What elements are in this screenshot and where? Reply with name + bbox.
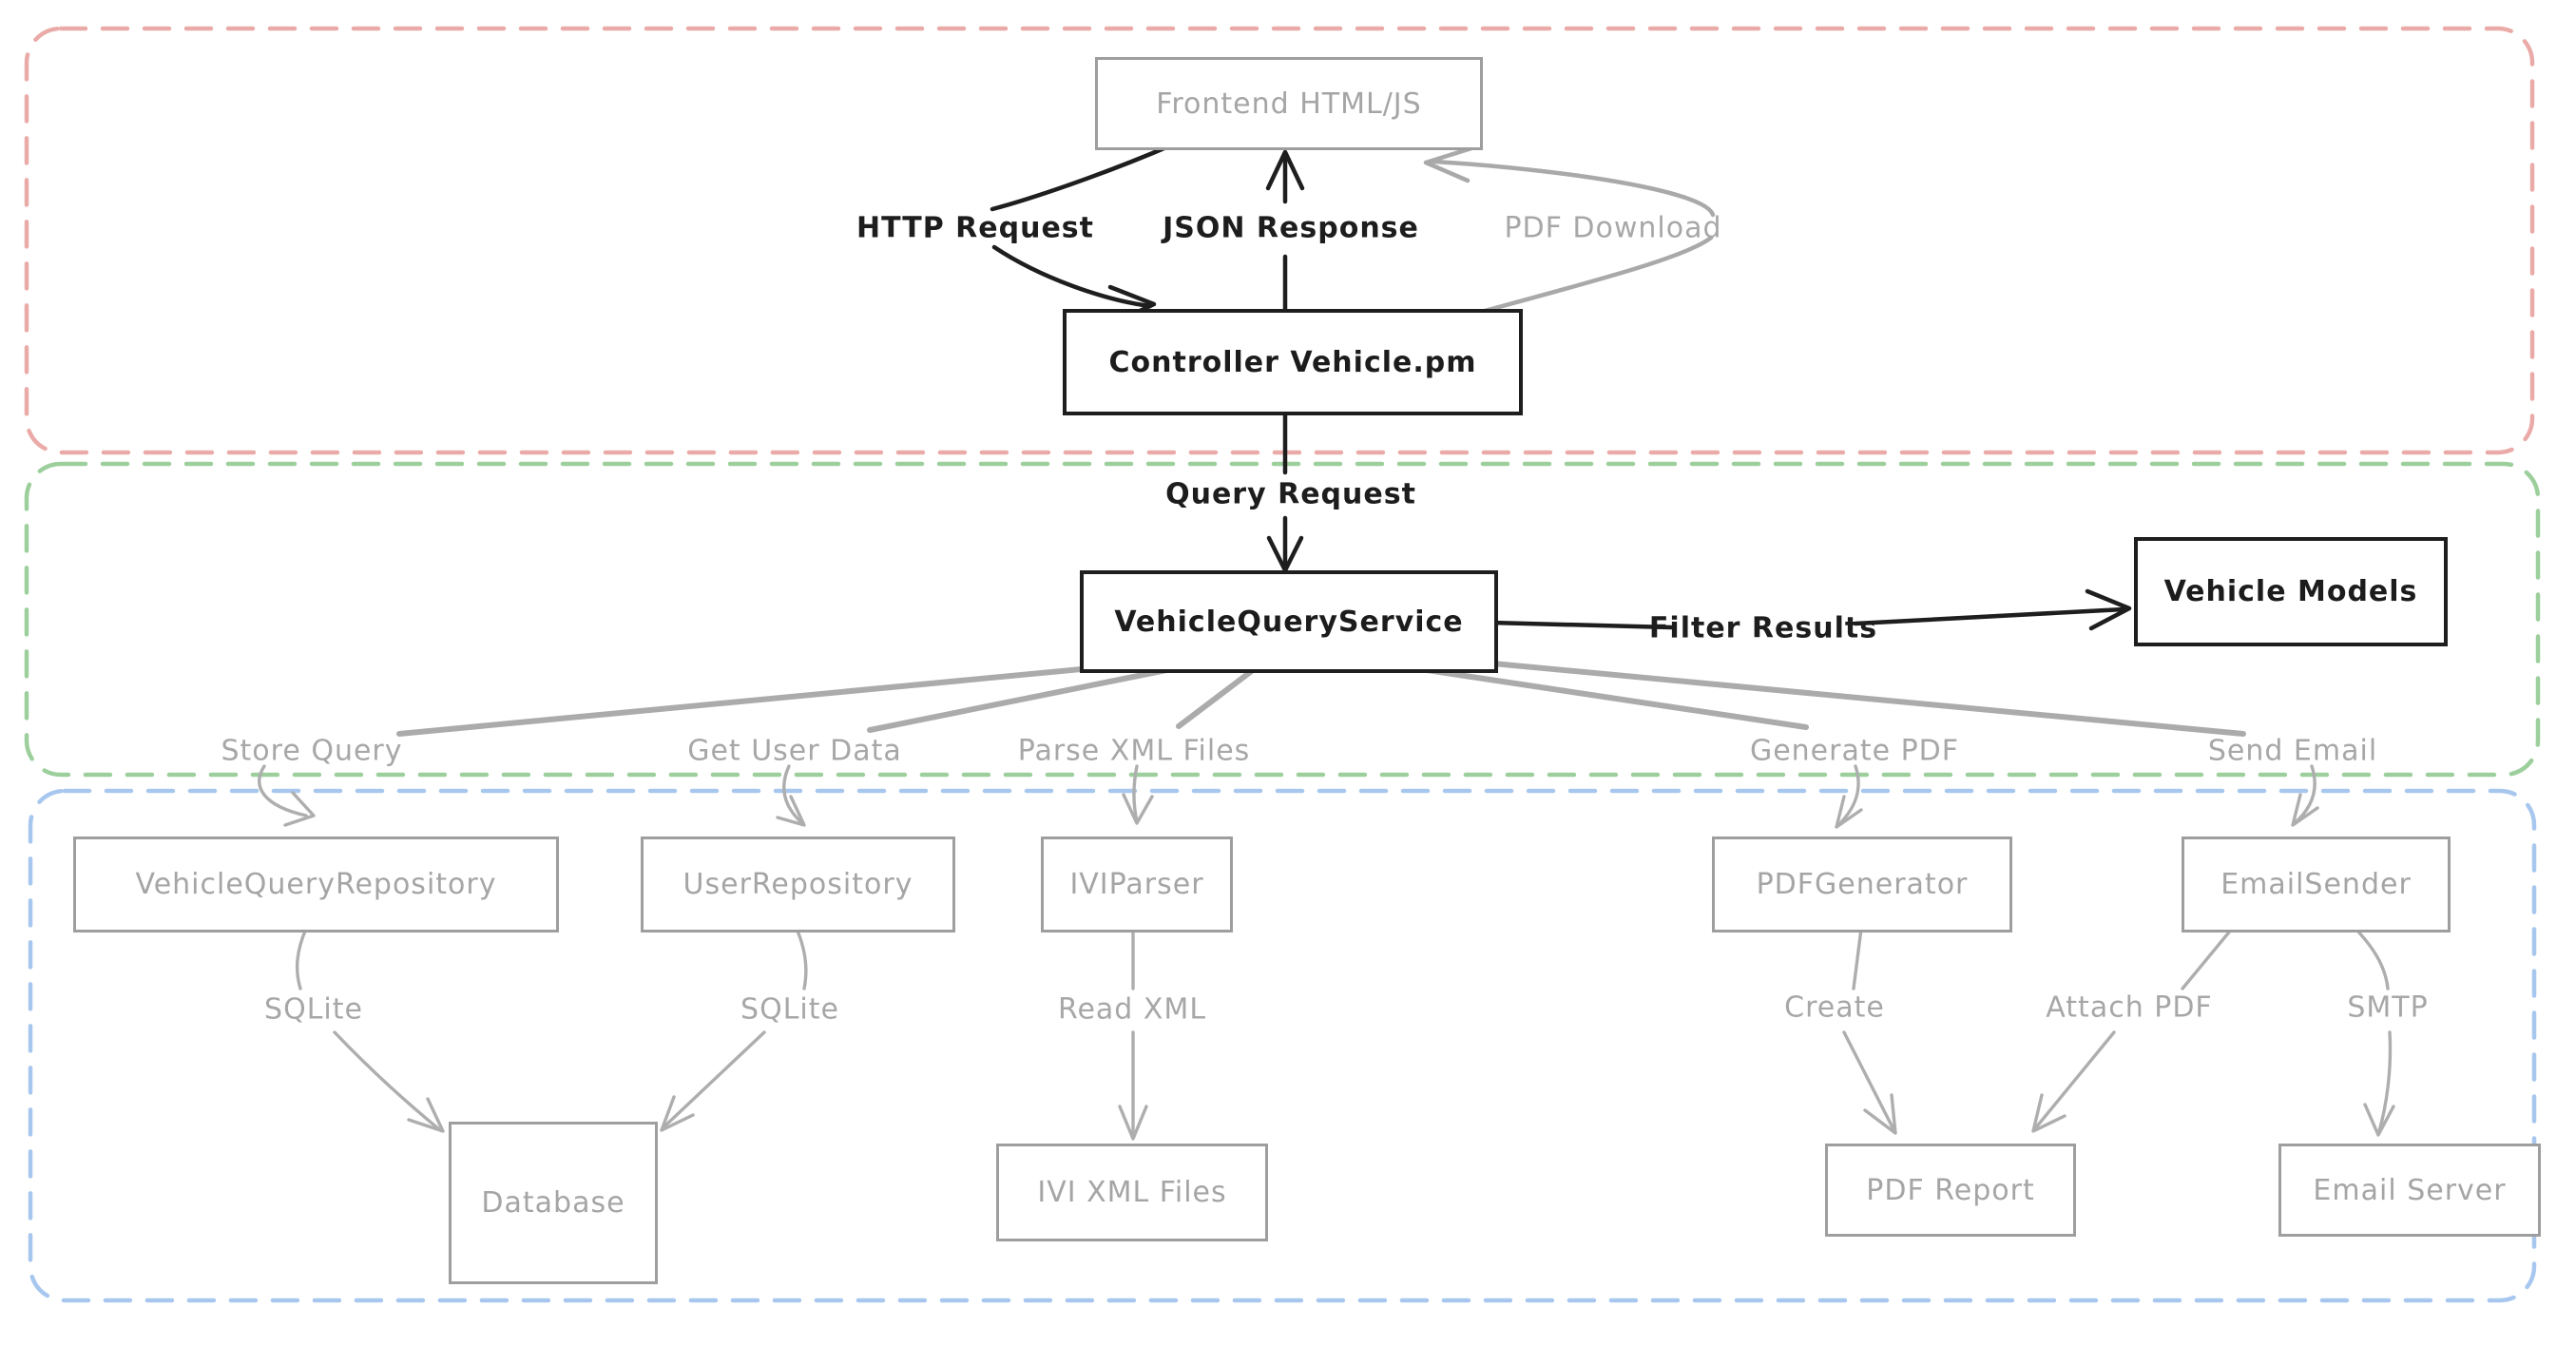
get-user-data-arrowhead [776,795,806,827]
edge-label-json-response: JSON Response [1163,211,1419,245]
filter-results-line-right [1853,606,2126,626]
node-vehicle-query-repository-label: VehicleQueryRepository [135,868,497,901]
parse-xml-files-arrowhead [1122,793,1154,825]
json-response-arrowhead [1265,149,1305,191]
node-pdf-generator: PDFGenerator [1712,836,2012,933]
pdf-download-line-lower [1482,235,1714,314]
edge-label-http-request: HTTP Request [856,211,1094,245]
node-email-server-label: Email Server [2313,1173,2507,1207]
edge-label-create: Create [1784,990,1885,1025]
node-database: Database [449,1122,658,1284]
node-email-sender-label: EmailSender [2220,868,2412,901]
http-request-line-lower [991,244,1153,309]
node-user-repository: UserRepository [641,836,955,933]
node-vehicle-query-service: VehicleQueryService [1080,570,1498,673]
sqlite-left-line-lower [333,1030,441,1131]
parse-xml-files-line [1176,664,1259,729]
node-ivi-xml-files: IVI XML Files [996,1144,1268,1241]
edge-label-smtp: SMTP [2347,990,2429,1025]
node-email-sender: EmailSender [2182,836,2451,933]
read-xml-arrowhead [1118,1105,1148,1141]
edge-label-get-user-data: Get User Data [687,734,902,768]
node-user-repository-label: UserRepository [682,868,913,901]
smtp-line-lower [2377,1030,2393,1133]
store-query-arrow [258,764,308,817]
node-vehicle-models-label: Vehicle Models [2163,575,2418,608]
filter-results-arrowhead [2085,588,2132,631]
edge-label-attach-pdf: Attach PDF [2046,990,2213,1025]
edge-label-pdf-download: PDF Download [1504,211,1722,245]
store-query-arrowhead [283,791,316,827]
generate-pdf-arrow [1836,764,1860,827]
node-pdf-report-label: PDF Report [1866,1173,2035,1207]
sqlite-left-line-upper [295,927,308,990]
node-vehicle-query-repository: VehicleQueryRepository [73,836,559,933]
node-vehicle-models: Vehicle Models [2134,537,2448,646]
node-vehicle-query-service-label: VehicleQueryService [1114,605,1464,639]
service-layer-region [24,461,2541,778]
send-email-line [1480,660,2246,737]
edge-label-parse-xml-files: Parse XML Files [1017,734,1251,768]
smtp-arrowhead [2363,1103,2395,1137]
node-controller: Controller Vehicle.pm [1063,309,1523,415]
node-ivi-parser-label: IVIParser [1069,868,1204,901]
node-pdf-report: PDF Report [1825,1144,2076,1237]
edge-label-generate-pdf: Generate PDF [1749,734,1960,768]
parse-xml-files-arrow [1132,764,1139,823]
generate-pdf-line [1393,663,1809,730]
create-line-upper [1852,927,1863,990]
data-layer-region [28,788,2537,1303]
attach-pdf-line-lower [2034,1030,2116,1129]
http-request-line-upper [990,142,1176,212]
node-controller-label: Controller Vehicle.pm [1108,345,1477,379]
edge-label-send-email: Send Email [2207,734,2378,768]
create-line-lower [1842,1030,1895,1131]
pdf-download-arrowhead [1423,145,1474,183]
sqlite-right-arrowhead [660,1095,695,1132]
create-arrowhead [1863,1093,1897,1135]
sqlite-right-line-upper [795,927,808,990]
node-ivi-xml-files-label: IVI XML Files [1037,1176,1227,1209]
edge-label-filter-results: Filter Results [1648,611,1878,645]
edge-label-store-query: Store Query [221,734,403,768]
store-query-line [396,663,1125,737]
node-ivi-parser: IVIParser [1041,836,1233,933]
node-frontend: Frontend HTML/JS [1095,57,1483,150]
edge-label-query-request: Query Request [1165,477,1416,511]
attach-pdf-arrowhead [2031,1093,2067,1133]
node-database-label: Database [481,1186,625,1220]
edge-label-read-xml: Read XML [1057,992,1207,1027]
edge-label-sqlite-left: SQLite [264,992,363,1027]
sqlite-left-arrowhead [407,1097,445,1133]
node-email-server: Email Server [2278,1144,2541,1237]
filter-results-line-left [1488,620,1674,630]
edge-label-sqlite-right: SQLite [740,992,839,1027]
sqlite-right-line-lower [662,1030,766,1129]
smtp-line-upper [2354,927,2390,990]
get-user-data-arrow [782,764,804,825]
frontend-layer-region [24,26,2535,455]
node-pdf-generator-label: PDFGenerator [1756,868,1969,901]
send-email-arrowhead [2291,793,2319,827]
attach-pdf-line-upper [2181,927,2234,990]
pdf-download-line-upper [1431,159,1716,218]
generate-pdf-arrowhead [1835,795,1863,829]
node-frontend-label: Frontend HTML/JS [1156,87,1422,121]
get-user-data-line [867,663,1193,733]
